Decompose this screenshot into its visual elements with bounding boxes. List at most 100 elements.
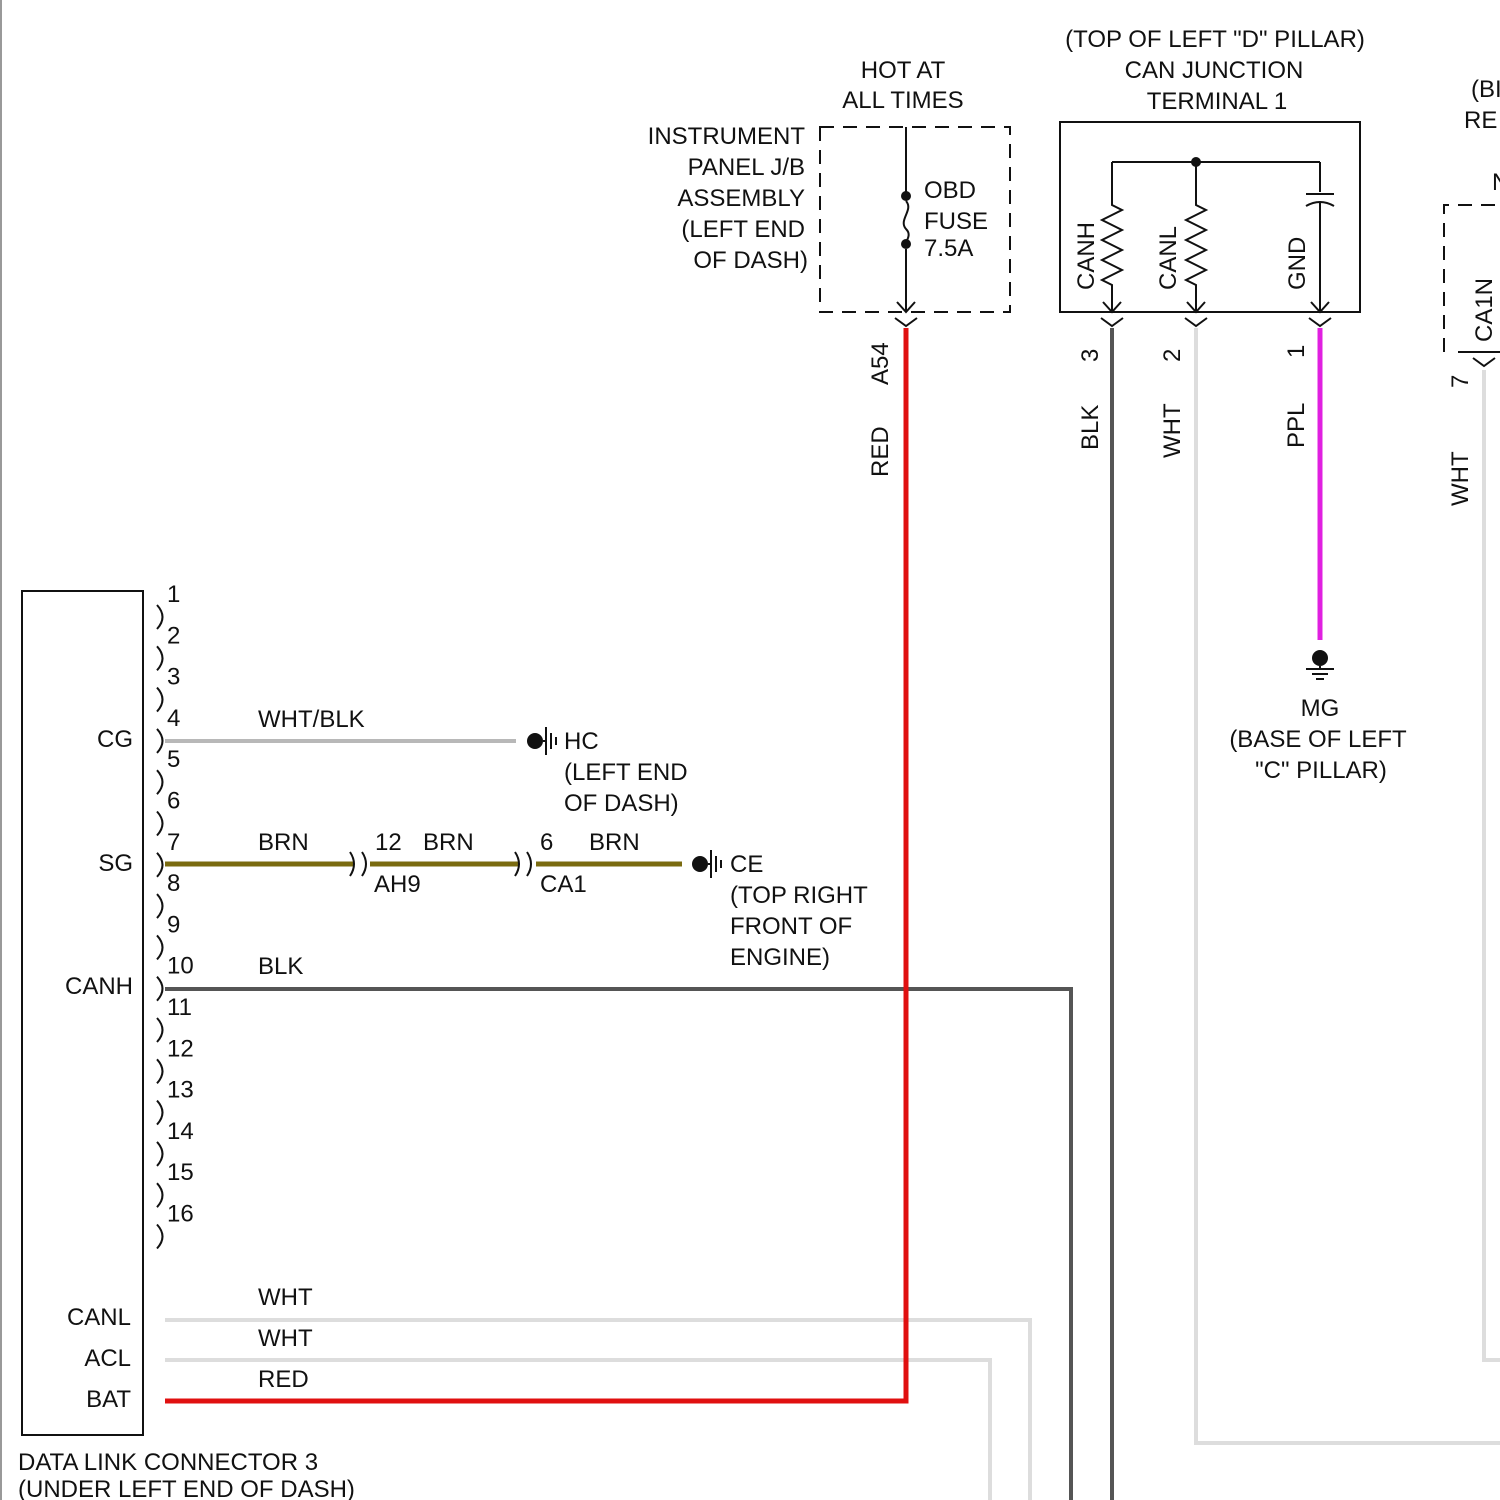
right-edge-connector: CA1N bbox=[1471, 278, 1498, 342]
dlc-pin-number: 10 bbox=[167, 953, 194, 980]
junction-arrows-icon bbox=[1103, 302, 1329, 312]
dlc-terminal-icon bbox=[157, 688, 163, 712]
ground-hc-loc1: (LEFT END bbox=[564, 759, 688, 786]
dlc-label-canh: CANH bbox=[65, 973, 133, 1000]
right-edge-component: (BI RE N CA1N 7 WHT bbox=[1444, 76, 1500, 506]
ground-ce-point bbox=[692, 856, 708, 872]
dlc-terminal-icon bbox=[157, 1142, 163, 1166]
dlc-label-cg: CG bbox=[97, 726, 133, 753]
wire-label-pin14: WHT bbox=[258, 1284, 313, 1311]
jb-hot-line1: HOT AT bbox=[861, 57, 946, 84]
ca1-wire-color: BRN bbox=[589, 829, 640, 856]
jb-name-line5: OF DASH) bbox=[693, 247, 808, 274]
resistor-canl-icon bbox=[1186, 162, 1206, 312]
dlc-pin-number: 16 bbox=[167, 1201, 194, 1228]
wire-pin6-blk bbox=[165, 989, 1071, 1500]
dlc-label-bat: BAT bbox=[86, 1386, 131, 1413]
dlc-pin-number: 8 bbox=[167, 870, 180, 897]
dlc-pin-number: 2 bbox=[167, 622, 180, 649]
dlc-label-acl: ACL bbox=[84, 1345, 131, 1372]
ah9-wire-color: BRN bbox=[423, 829, 474, 856]
dlc-terminal-icon bbox=[157, 1018, 163, 1042]
right-edge-text1: (BI bbox=[1471, 76, 1500, 103]
dlc-pin-number: 9 bbox=[167, 911, 180, 938]
junction-terminals-icon bbox=[1101, 318, 1331, 326]
dlc-pin-number: 15 bbox=[167, 1159, 194, 1186]
ground-ce: CE (TOP RIGHT FRONT OF ENGINE) bbox=[692, 850, 868, 971]
resistor-canh-icon bbox=[1102, 162, 1122, 312]
dlc-terminal-icon bbox=[157, 605, 163, 629]
dlc-terminal-icon bbox=[157, 935, 163, 959]
dlc-terminal-icon bbox=[157, 1101, 163, 1125]
ca1-pin: 6 bbox=[540, 829, 553, 856]
ground-ce-loc2: FRONT OF bbox=[730, 913, 852, 940]
ground-mg: MG (BASE OF LEFT "C" PILLAR) bbox=[1229, 650, 1407, 784]
dlc-terminal-icon bbox=[157, 812, 163, 836]
can-junction-name1: CAN JUNCTION bbox=[1125, 57, 1304, 84]
dlc-pin-number: 13 bbox=[167, 1077, 194, 1104]
jb-name-line2: PANEL J/B bbox=[688, 154, 805, 181]
can-junction-box bbox=[1060, 122, 1360, 312]
ground-mg-loc2: "C" PILLAR) bbox=[1255, 757, 1387, 784]
ground-ce-name: CE bbox=[730, 851, 763, 878]
dlc-terminal-icon bbox=[157, 853, 163, 877]
right-edge-text2: RE bbox=[1464, 107, 1497, 134]
right-edge-text3: N bbox=[1492, 169, 1500, 196]
dlc-pin-number: 6 bbox=[167, 788, 180, 815]
dlc-label-canl: CANL bbox=[67, 1304, 131, 1331]
fuse-line1: OBD bbox=[924, 177, 976, 204]
can-junction-wire-ppl: PPL bbox=[1283, 403, 1310, 448]
jb-name-line1: INSTRUMENT bbox=[648, 123, 806, 150]
dlc-pin-number: 3 bbox=[167, 664, 180, 691]
dlc-pin-number: 12 bbox=[167, 1035, 194, 1062]
dlc-terminal-icon bbox=[157, 1183, 163, 1207]
dlc-pin-number: 4 bbox=[167, 705, 180, 732]
ground-hc-name: HC bbox=[564, 728, 599, 755]
dlc-pin-number: 11 bbox=[167, 994, 192, 1021]
fuse-line2: FUSE bbox=[924, 208, 988, 235]
ca1-name: CA1 bbox=[540, 871, 587, 898]
ground-hc-loc2: OF DASH) bbox=[564, 790, 679, 817]
jb-name-line4: (LEFT END bbox=[681, 216, 805, 243]
dlc-location: (UNDER LEFT END OF DASH) bbox=[18, 1476, 355, 1500]
dlc-pin-number: 14 bbox=[167, 1118, 194, 1145]
wire-label-pin4: WHT/BLK bbox=[258, 706, 365, 733]
wire-label-pin5: BRN bbox=[258, 829, 309, 856]
can-junction-pin1: 1 bbox=[1283, 345, 1310, 358]
dlc-terminal-icon bbox=[157, 770, 163, 794]
ah9-pin: 12 bbox=[375, 829, 402, 856]
ground-ce-symbol bbox=[708, 850, 721, 878]
can-junction-wire-blk: BLK bbox=[1077, 405, 1104, 450]
ground-hc-symbol bbox=[543, 727, 556, 755]
jb-wire-red: RED bbox=[867, 426, 894, 477]
dlc-terminal-icon bbox=[157, 646, 163, 670]
can-junction-name2: TERMINAL 1 bbox=[1147, 88, 1287, 115]
fuse-icon bbox=[904, 201, 909, 244]
ground-hc: HC (LEFT END OF DASH) bbox=[527, 727, 688, 817]
can-junction-label-canl: CANL bbox=[1155, 226, 1182, 290]
dlc-pin-number: 5 bbox=[167, 746, 180, 773]
dlc-terminal-icon bbox=[157, 729, 163, 753]
ground-ce-loc3: ENGINE) bbox=[730, 944, 830, 971]
jb-terminal-icon bbox=[895, 318, 917, 326]
dlc-pin-number: 7 bbox=[167, 829, 180, 856]
ground-ce-loc1: (TOP RIGHT bbox=[730, 882, 868, 909]
ground-mg-symbol bbox=[1306, 666, 1334, 679]
dlc-terminal-icon bbox=[157, 894, 163, 918]
can-junction-wire-wht: WHT bbox=[1159, 403, 1186, 458]
can-junction-label-gnd: GND bbox=[1284, 237, 1311, 290]
fuse-line3: 7.5A bbox=[924, 235, 973, 262]
can-junction-location: (TOP OF LEFT "D" PILLAR) bbox=[1065, 26, 1365, 53]
wire-label-pin16: RED bbox=[258, 1366, 309, 1393]
dlc-pin-number: 1 bbox=[167, 581, 180, 608]
right-edge-wire-color: WHT bbox=[1447, 451, 1474, 506]
jb-hot-line2: ALL TIMES bbox=[842, 87, 963, 114]
ground-mg-point bbox=[1312, 650, 1328, 666]
wire-label-pin15: WHT bbox=[258, 1325, 313, 1352]
right-edge-pin: 7 bbox=[1447, 375, 1474, 388]
wire-label-pin6: BLK bbox=[258, 953, 303, 980]
ah9-name: AH9 bbox=[374, 871, 421, 898]
can-junction-pin2: 2 bbox=[1159, 349, 1186, 362]
jb-name-line3: ASSEMBLY bbox=[677, 185, 805, 212]
